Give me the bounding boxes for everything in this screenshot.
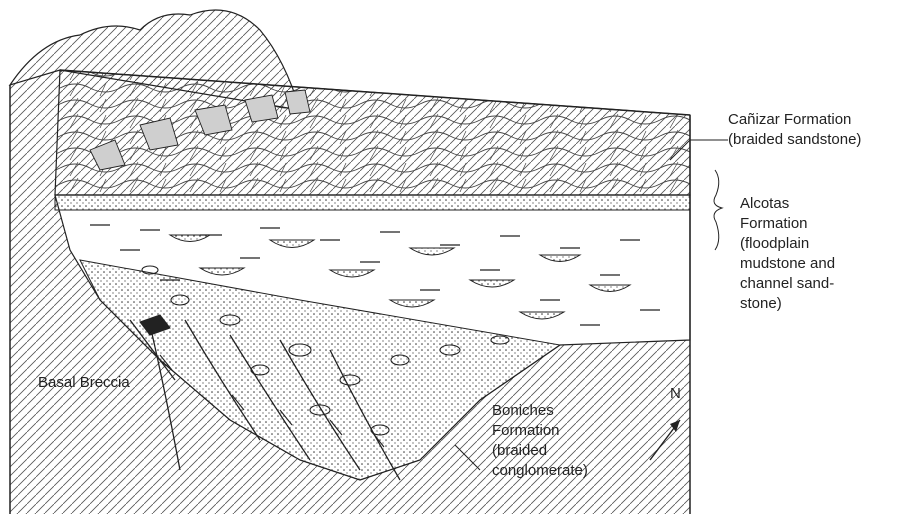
north-label: N xyxy=(670,385,681,402)
alcotas-label: Alcotas Formation (floodplain mudstone a… xyxy=(740,195,839,312)
canizar-base-band xyxy=(55,195,690,210)
canizar-label: Cañizar Formation (braided sandstone) xyxy=(728,111,861,148)
basal-breccia-label: Basal Breccia xyxy=(38,374,130,391)
